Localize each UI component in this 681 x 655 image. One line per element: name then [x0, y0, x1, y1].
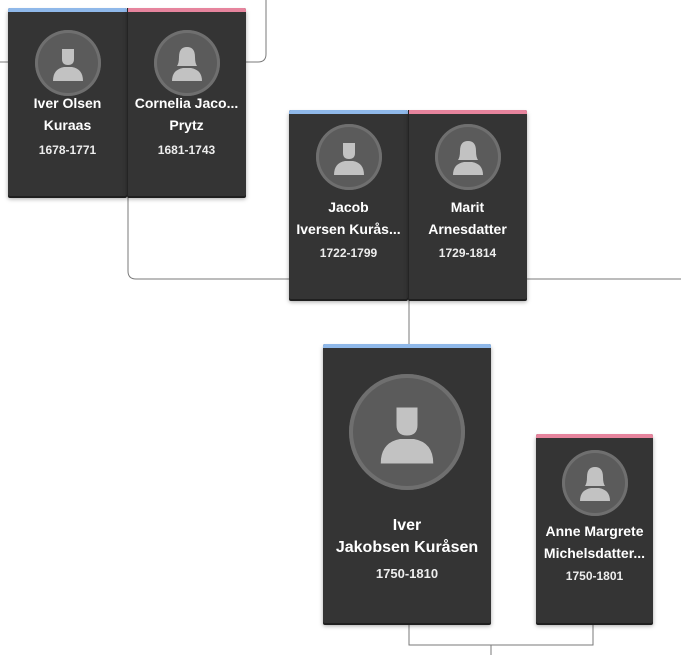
person-name: Cornelia Jaco... Prytz: [131, 92, 242, 136]
card-divider: [127, 8, 128, 196]
connector-grandparents-to-parents: [127, 197, 289, 280]
card-divider: [408, 110, 409, 299]
connector-couple-bottom: [408, 624, 594, 646]
person-card-iver-olsen-kuraas[interactable]: Iver Olsen Kuraas 1678-1771: [8, 8, 127, 196]
gender-bar-male: [8, 8, 127, 12]
female-silhouette-icon: [561, 450, 628, 516]
gender-bar-female: [536, 434, 653, 438]
person-lifespan: 1750-1810: [375, 566, 439, 581]
person-lifespan: 1678-1771: [38, 143, 97, 157]
person-name: Iver Jakobsen Kuråsen: [327, 515, 487, 559]
person-name-line1: Cornelia Jaco...: [134, 95, 239, 111]
person-name-line1: Jacob: [328, 199, 369, 215]
person-name-line1: Anne Margrete: [545, 523, 644, 539]
gender-bar-female: [408, 110, 527, 114]
male-silhouette-icon: [315, 124, 382, 190]
person-name-line2: Jakobsen Kuråsen: [335, 539, 479, 556]
person-card-anne-margrete-michelsdatter[interactable]: Anne Margrete Michelsdatter... 1750-1801: [536, 434, 653, 623]
female-silhouette-icon: [434, 124, 501, 190]
person-name-line2: Arnesdatter: [428, 221, 507, 237]
person-name-line1: Iver: [392, 517, 422, 534]
female-silhouette-icon: [153, 30, 220, 96]
person-name-line1: Marit: [450, 199, 485, 215]
person-name-line1: Iver Olsen: [33, 95, 102, 111]
person-name-line2: Prytz: [169, 117, 204, 133]
person-name-line2: Iversen Kurås...: [296, 221, 401, 237]
gender-bar-male: [289, 110, 408, 114]
person-name: Marit Arnesdatter: [412, 196, 523, 240]
gender-bar-female: [127, 8, 246, 12]
person-name: Anne Margrete Michelsdatter...: [540, 520, 649, 564]
person-lifespan: 1722-1799: [319, 246, 378, 260]
person-lifespan: 1750-1801: [565, 569, 624, 583]
person-card-cornelia-prytz[interactable]: Cornelia Jaco... Prytz 1681-1743: [127, 8, 246, 196]
male-silhouette-icon: [349, 374, 465, 490]
person-name: Iver Olsen Kuraas: [12, 92, 123, 136]
person-lifespan: 1729-1814: [438, 246, 497, 260]
person-lifespan: 1681-1743: [157, 143, 216, 157]
person-card-iver-jakobsen-kurasen[interactable]: Iver Jakobsen Kuråsen 1750-1810: [323, 344, 491, 623]
person-card-jacob-iversen[interactable]: Jacob Iversen Kurås... 1722-1799: [289, 110, 408, 299]
person-card-marit-arnesdatter[interactable]: Marit Arnesdatter 1729-1814: [408, 110, 527, 299]
person-name-line2: Michelsdatter...: [543, 545, 646, 561]
gender-bar-male: [323, 344, 491, 348]
person-name: Jacob Iversen Kurås...: [293, 196, 404, 240]
person-name-line2: Kuraas: [43, 117, 92, 133]
connector-top-right: [246, 0, 267, 63]
male-silhouette-icon: [34, 30, 101, 96]
